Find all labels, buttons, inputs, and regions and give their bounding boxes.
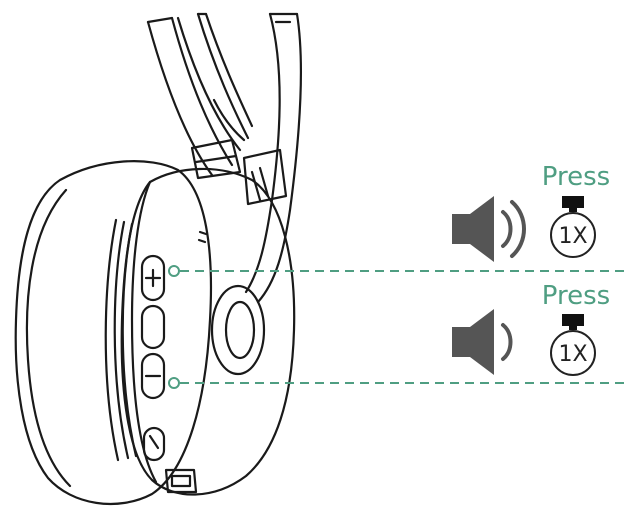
boom-arm <box>242 12 303 304</box>
multi-function-button <box>140 304 166 350</box>
callout-lines <box>168 265 630 389</box>
stopwatch-icon: 1X <box>550 196 596 258</box>
headset-illustration <box>14 12 303 505</box>
volume-up-button <box>140 254 166 302</box>
headband <box>146 12 254 177</box>
volume-down-button <box>140 352 166 400</box>
speaker-loud-icon <box>452 196 526 262</box>
volume-up-marker <box>168 265 180 277</box>
ear-cushion <box>14 160 213 505</box>
stopwatch-icon: 1X <box>550 314 596 376</box>
speaker-soft-icon <box>452 309 513 375</box>
volume-down-callout: Press 1X <box>452 281 610 376</box>
press-count-up: 1X <box>558 224 587 249</box>
power-switch <box>142 426 166 462</box>
volume-down-marker <box>168 377 180 389</box>
side-buttons <box>140 254 166 462</box>
press-count-down: 1X <box>558 342 587 367</box>
press-label-down: Press <box>542 281 610 311</box>
yoke <box>190 138 242 180</box>
volume-up-callout: Press 1X <box>452 162 610 262</box>
press-label-up: Press <box>542 162 610 192</box>
